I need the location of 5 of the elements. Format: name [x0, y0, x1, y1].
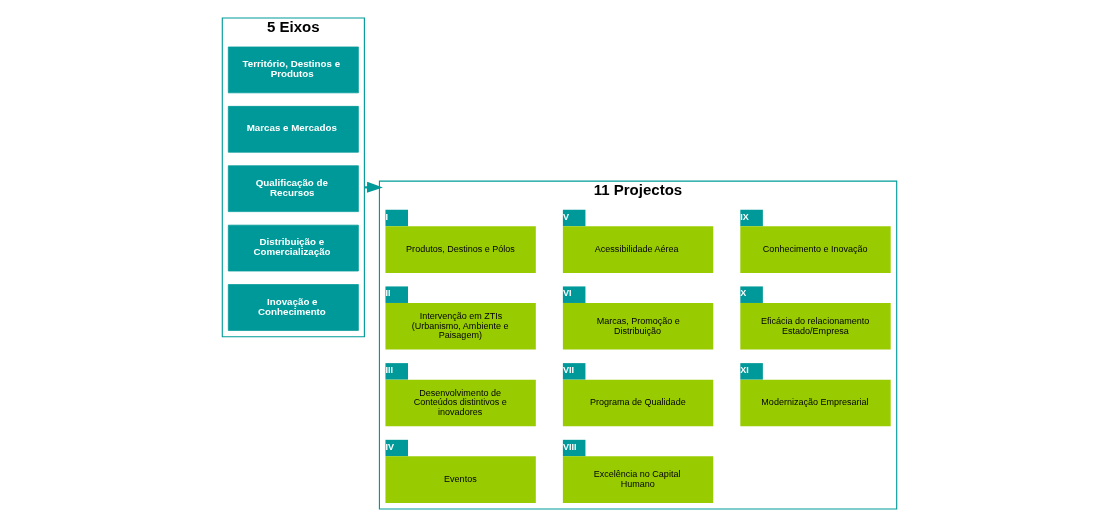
node-box: Território, Destinos e Produtos [227, 46, 359, 93]
node-box: Marcas e Mercados [227, 105, 359, 153]
node-box: Distribuição e Comercialização [227, 224, 359, 271]
node-box: Qualificação de Recursos [227, 164, 359, 212]
node-box: Inovação e Conhecimento [227, 283, 359, 331]
